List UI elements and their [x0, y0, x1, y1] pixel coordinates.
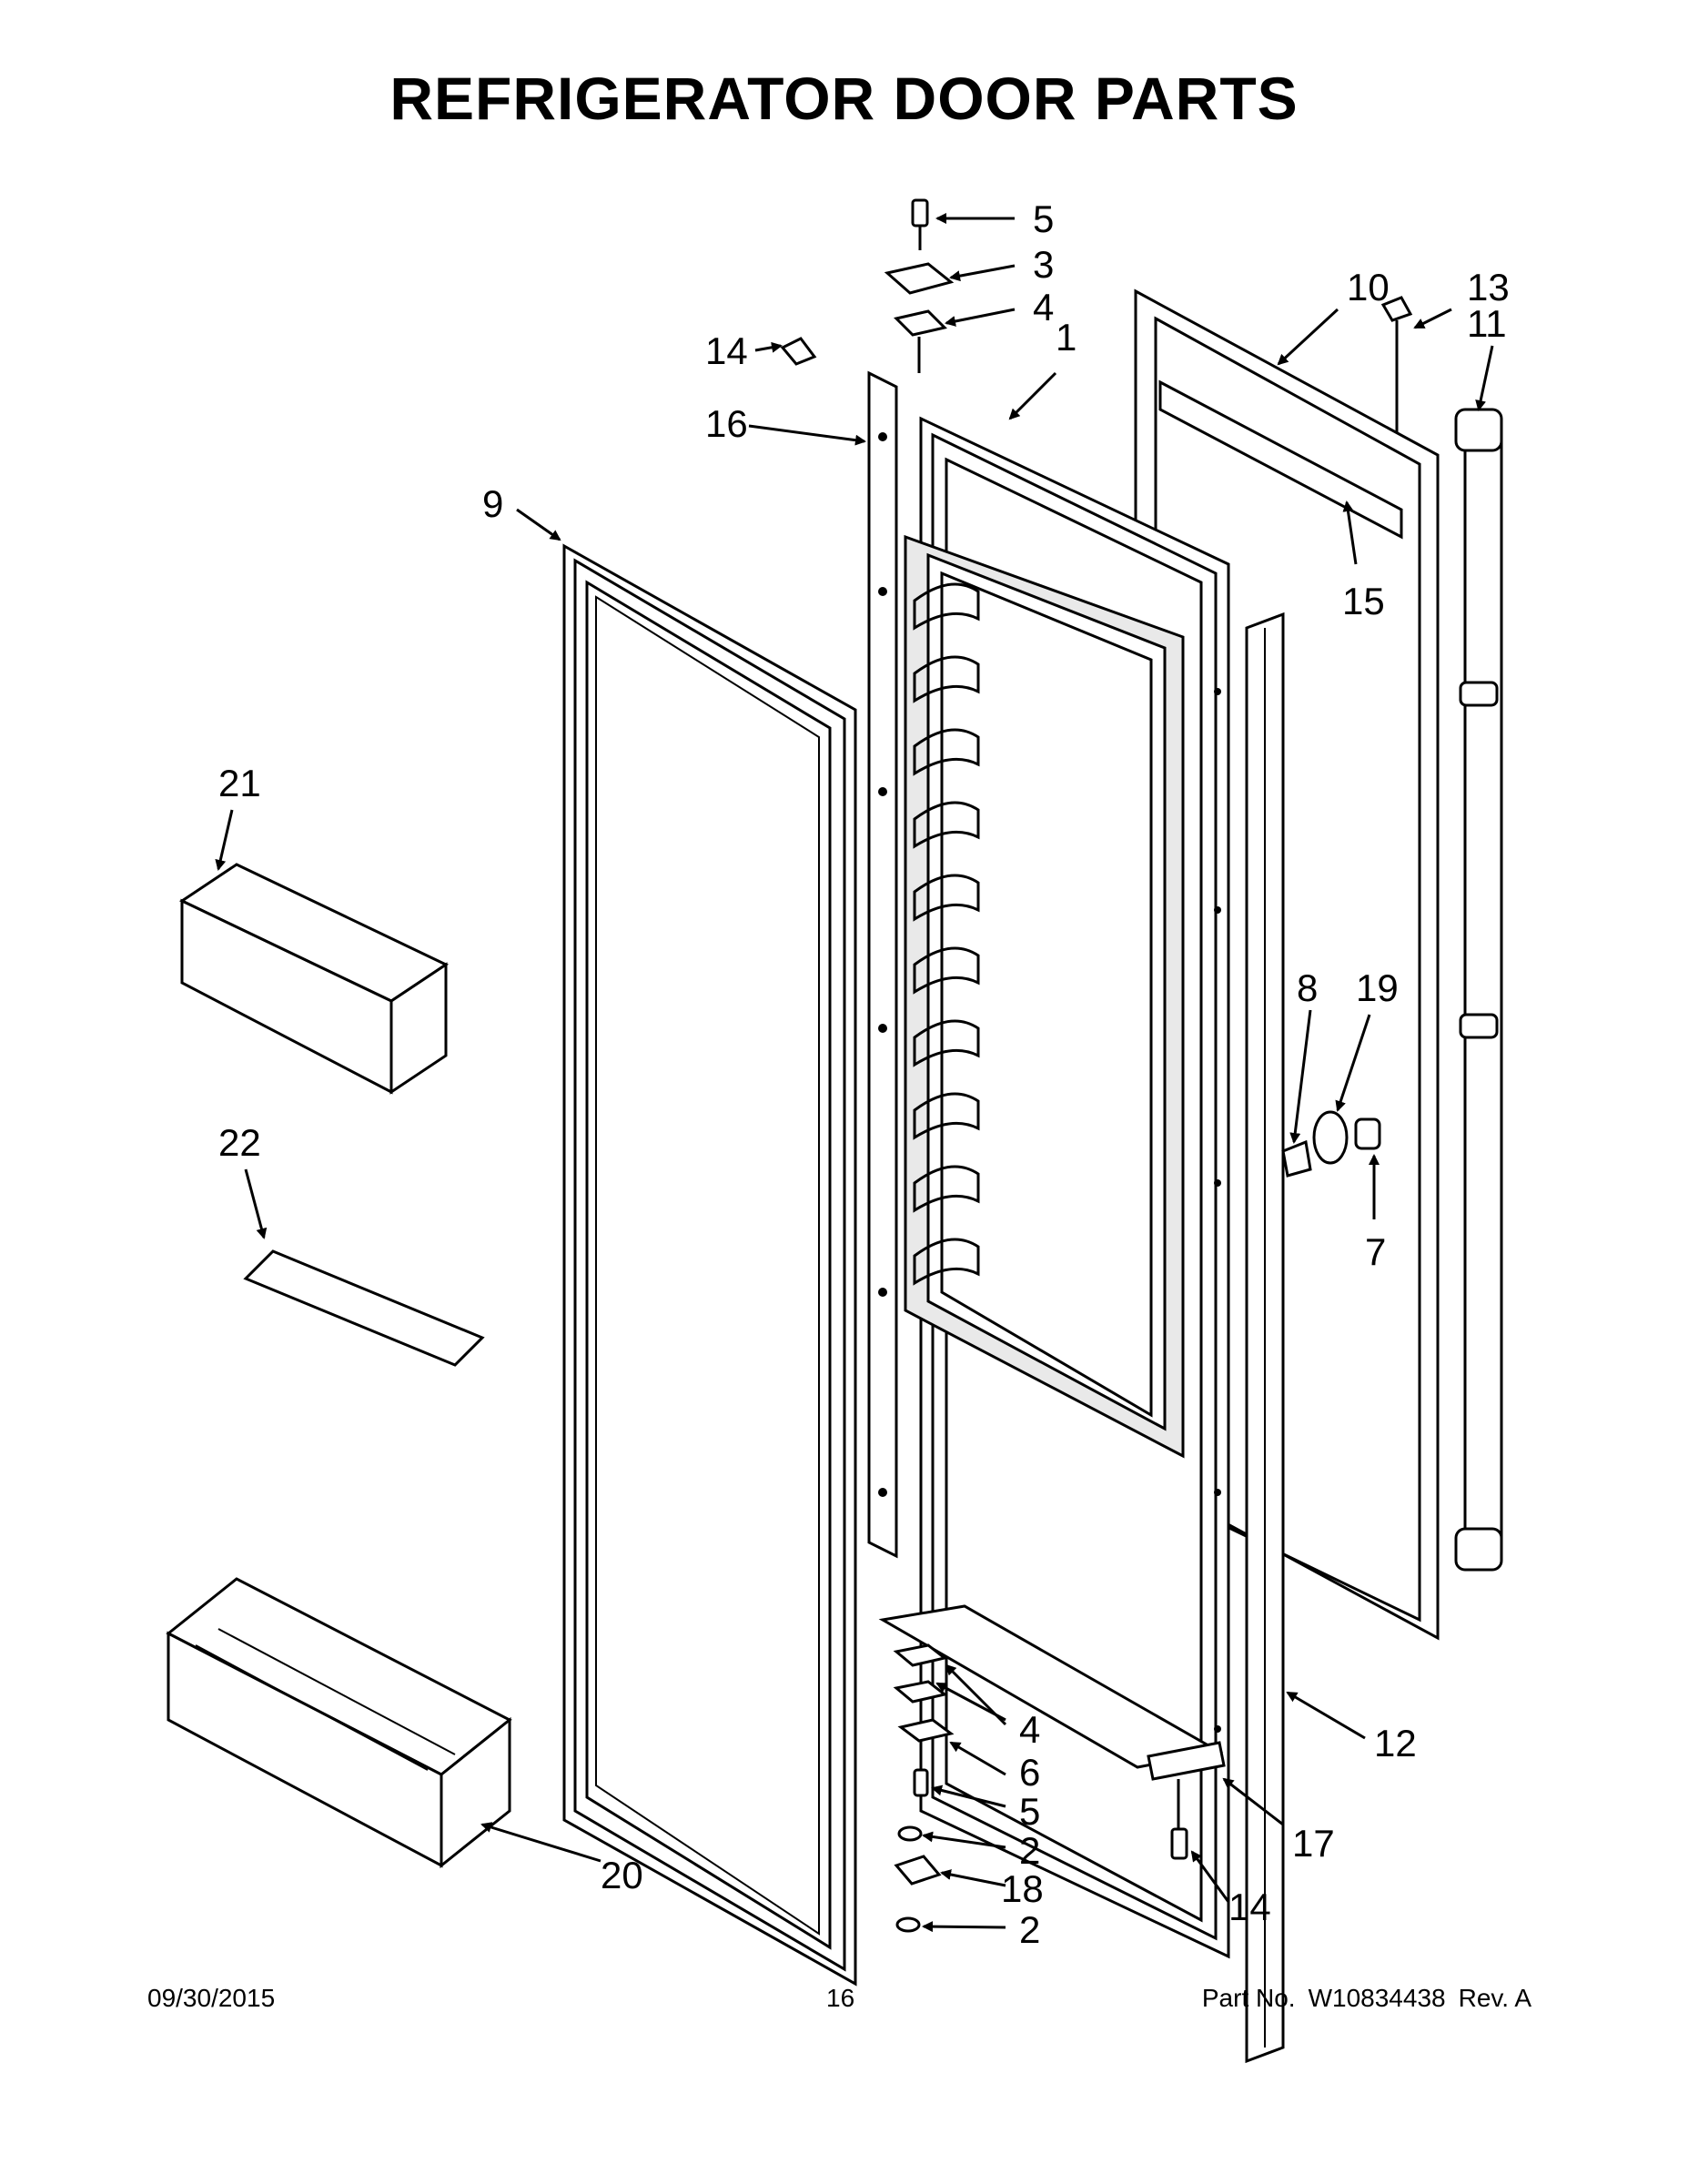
callout-5-top: 5 — [1033, 197, 1054, 240]
callout-10: 10 — [1347, 266, 1390, 308]
bottom-hinge-stack — [893, 1643, 955, 1933]
door-panel-part-9 — [562, 543, 857, 1987]
callout-22: 22 — [218, 1121, 261, 1164]
footer-part-number: Part No. W10834438 Rev. A — [1189, 1984, 1531, 2013]
bottom-plate-part-17 — [878, 1604, 1226, 1860]
callout-3: 3 — [1033, 243, 1054, 286]
callout-13: 13 — [1467, 266, 1510, 308]
callout-8: 8 — [1297, 966, 1318, 1009]
shelf-ribs — [913, 582, 980, 1286]
callout-2-a: 2 — [1019, 1829, 1040, 1872]
callout-14-bottom: 14 — [1228, 1886, 1271, 1928]
footer-page-number: 16 — [826, 1984, 855, 2012]
callout-16: 16 — [705, 402, 748, 445]
top-hinge-assembly — [780, 198, 1413, 432]
footer-date: 09/30/2015 — [147, 1984, 276, 2012]
callout-labels: 5 3 4 14 1 16 10 13 11 15 9 21 22 8 19 7… — [218, 197, 1510, 1951]
trim-strip-part-12 — [1245, 612, 1285, 2064]
handle-part-11 — [1454, 408, 1503, 1572]
door-bin-part-21 — [178, 863, 450, 1095]
callout-18: 18 — [1001, 1867, 1044, 1910]
callout-15: 15 — [1342, 580, 1385, 622]
callout-19: 19 — [1356, 966, 1399, 1009]
part-number: W10834438 — [1308, 1984, 1446, 2012]
callout-12: 12 — [1374, 1722, 1417, 1764]
leader-lines — [215, 213, 1494, 1933]
callout-6: 6 — [1019, 1751, 1040, 1794]
revision: Rev. A — [1458, 1984, 1531, 2012]
callout-1: 1 — [1056, 316, 1076, 359]
part-label: Part No. — [1201, 1984, 1296, 2012]
callout-20: 20 — [601, 1854, 643, 1896]
callout-14-top: 14 — [705, 329, 748, 372]
callout-2-b: 2 — [1019, 1908, 1040, 1951]
door-liner-part-1 — [904, 416, 1230, 1959]
callout-5-bottom: 5 — [1019, 1790, 1040, 1833]
gasket-strip-part-16 — [867, 370, 898, 1559]
callout-11: 11 — [1467, 302, 1507, 345]
page-title: REFRIGERATOR DOOR PARTS — [389, 65, 1299, 132]
callout-21: 21 — [218, 762, 261, 804]
callout-17: 17 — [1292, 1822, 1335, 1865]
callout-4-top: 4 — [1033, 286, 1054, 329]
door-bin-part-20 — [166, 1577, 512, 1869]
callout-9: 9 — [482, 482, 503, 525]
door-stop-assembly — [1281, 1110, 1381, 1178]
callout-7: 7 — [1365, 1230, 1386, 1273]
callout-4-bottom: 4 — [1019, 1708, 1040, 1751]
label-sheet-part-22 — [243, 1249, 485, 1367]
